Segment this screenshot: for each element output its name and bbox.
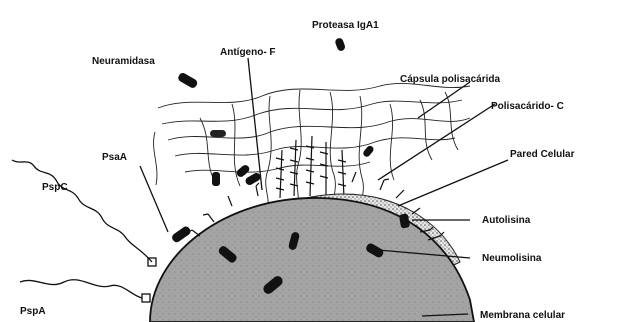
label-neuraminidasa: Neuramidasa — [92, 56, 155, 67]
pspc-protein — [12, 160, 152, 262]
label-membrana: Membrana celular — [480, 310, 565, 321]
label-capsula: Cápsula polisacárida — [400, 74, 500, 85]
pspa-anchor-box — [142, 294, 150, 302]
label-proteasa: Proteasa IgA1 — [312, 20, 379, 31]
label-pspa: PspA — [20, 306, 46, 317]
label-neumolisina: Neumolisina — [482, 253, 542, 264]
label-psaa: PsaA — [102, 152, 127, 163]
label-autolisina: Autolisina — [482, 215, 531, 226]
cell-body — [150, 198, 474, 322]
label-antigeno-f: Antígeno- F — [220, 47, 276, 58]
pspa-protein — [20, 280, 142, 298]
label-polisacarido-c: Polisacárido- C — [491, 101, 564, 112]
label-pared: Pared Celular — [510, 149, 575, 160]
label-pspc: PspC — [42, 182, 68, 193]
